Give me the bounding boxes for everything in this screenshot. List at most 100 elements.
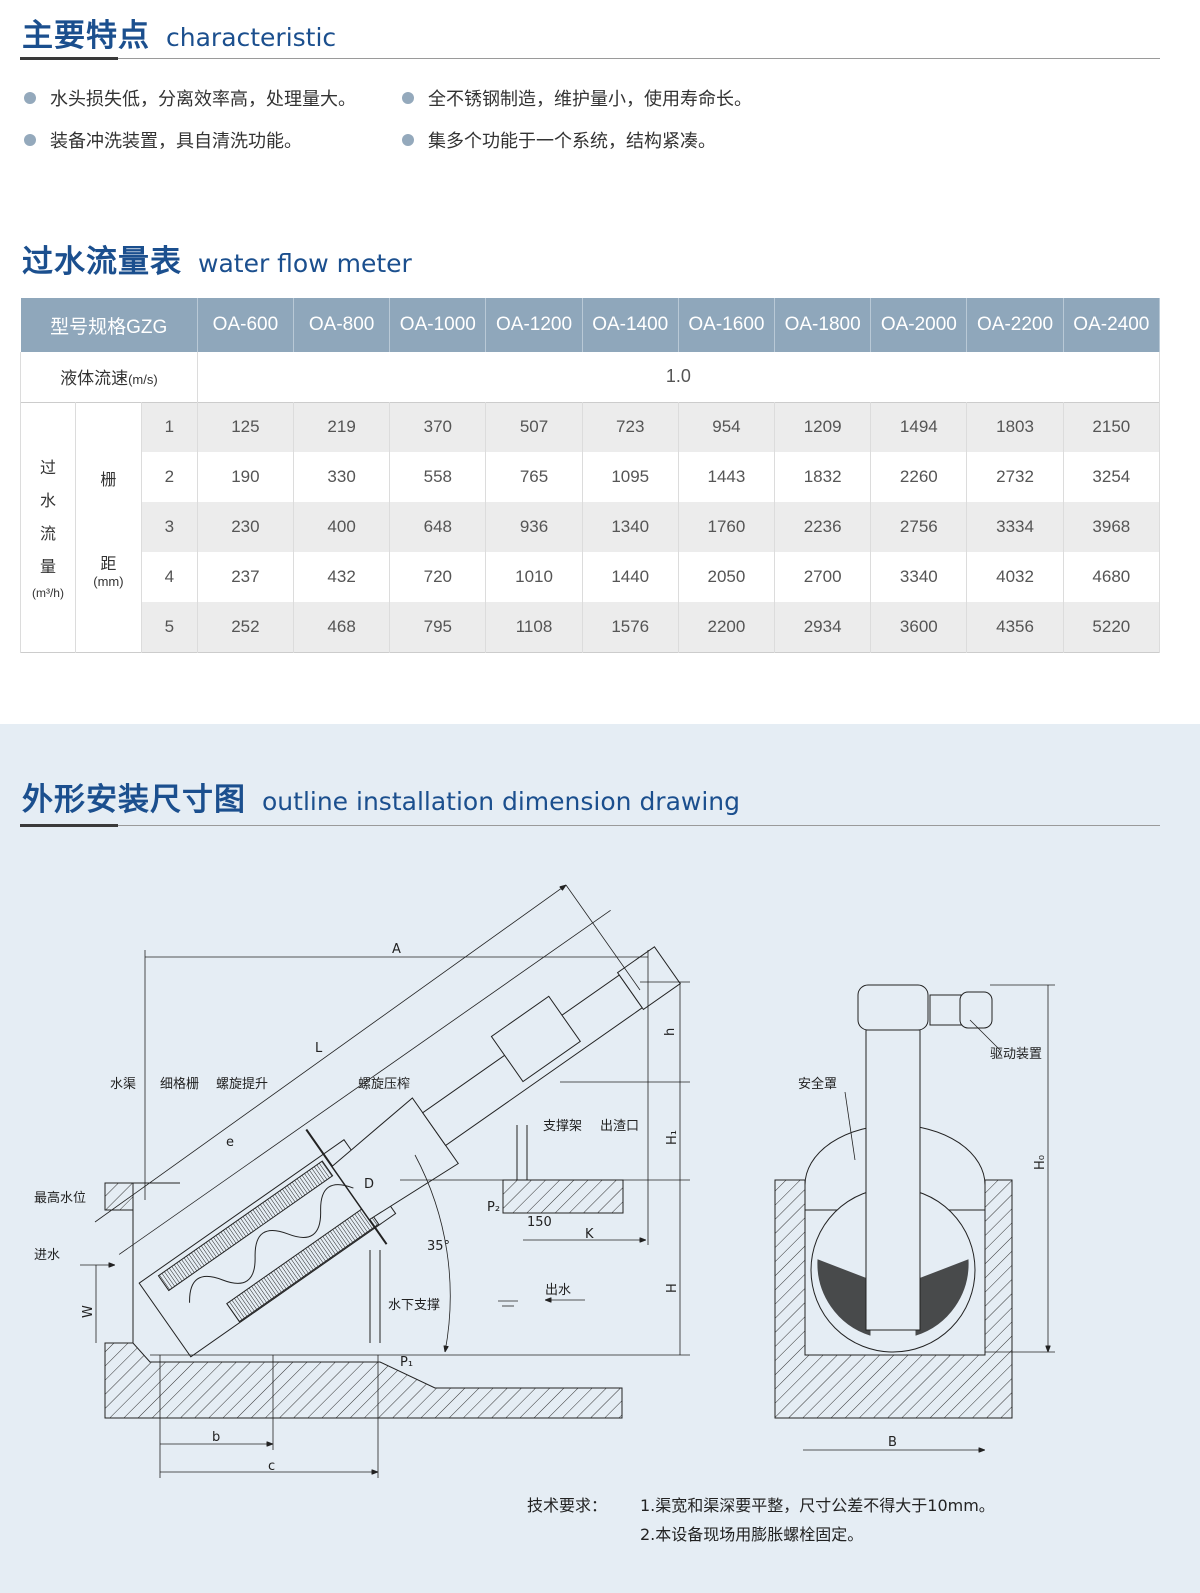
gap-label: 栅距(mm) (74, 402, 142, 652)
flow-value: 1443 (677, 452, 776, 502)
model-header: OA-1400 (582, 298, 679, 352)
flow-value: 1095 (581, 452, 679, 502)
velocity-row: 液体流速(m/s) 1.0 (20, 352, 1161, 402)
model-header: OA-600 (197, 298, 295, 352)
dim-h: H (665, 1283, 680, 1293)
dim-w: W (81, 1305, 96, 1318)
gap-value: 5 (140, 602, 198, 652)
title-cn: 主要特点 (22, 18, 150, 54)
model-header: OA-800 (293, 298, 391, 352)
dim-b-width: B (888, 1435, 897, 1450)
model-header: OA-2000 (870, 298, 968, 352)
flow-value: 1576 (581, 602, 679, 652)
flow-value: 4356 (966, 602, 1064, 652)
feature-item: 装备冲洗装置，具自清洗功能。 (24, 127, 302, 153)
label-fine-screen: 细格栅 (160, 1076, 199, 1092)
label-support: 支撑架 (543, 1119, 582, 1134)
flow-value: 2050 (677, 552, 776, 602)
flow-value: 723 (581, 402, 679, 452)
drawing-section (0, 724, 1200, 1593)
flow-value: 1340 (581, 502, 679, 552)
flow-value: 3254 (1062, 452, 1161, 502)
velocity-value: 1.0 (196, 352, 1161, 402)
label-channel: 水渠 (110, 1077, 136, 1092)
model-header: OA-1000 (389, 298, 487, 352)
dim-a: A (392, 942, 401, 957)
label-outlet: 出水 (545, 1283, 571, 1298)
flow-value: 795 (389, 602, 487, 652)
bullet-icon (402, 134, 414, 146)
flow-value: 1440 (581, 552, 679, 602)
flow-value: 4680 (1062, 552, 1161, 602)
dim-h1: H₁ (665, 1130, 680, 1145)
model-header: OA-2200 (966, 298, 1064, 352)
divider (20, 57, 1160, 60)
flow-value: 5220 (1062, 602, 1161, 652)
feature-item: 集多个功能于一个系统，结构紧凑。 (402, 127, 716, 153)
flow-value: 3968 (1062, 502, 1161, 552)
gap-value: 3 (140, 502, 198, 552)
flow-value: 219 (293, 402, 391, 452)
flow-value: 2150 (1062, 402, 1161, 452)
model-header: OA-2400 (1063, 298, 1161, 352)
feature-text: 集多个功能于一个系统，结构紧凑。 (428, 131, 716, 152)
gap-label-char: 栅 (100, 471, 117, 489)
flow-value: 648 (389, 502, 487, 552)
flow-value: 954 (677, 402, 776, 452)
feature-text: 水头损失低，分离效率高，处理量大。 (50, 89, 356, 110)
model-header: 型号规格GZG (20, 298, 198, 352)
label-screw-lift: 螺旋提升 (216, 1076, 268, 1092)
velocity-label-text: 液体流速 (60, 369, 129, 389)
bullet-icon (402, 92, 414, 104)
velocity-label: 液体流速(m/s) (20, 352, 198, 402)
gap-unit: (mm) (93, 573, 124, 589)
flow-value: 230 (196, 502, 295, 552)
dim-150: 150 (527, 1215, 552, 1230)
divider (20, 824, 1160, 827)
flow-value: 468 (293, 602, 391, 652)
label-max-water: 最高水位 (34, 1190, 86, 1206)
dim-p1: P₁ (400, 1355, 413, 1370)
flow-value: 190 (196, 452, 295, 502)
flow-value: 720 (389, 552, 487, 602)
flow-value: 1803 (966, 402, 1064, 452)
feature-text: 全不锈钢制造，维护量小，使用寿命长。 (428, 89, 752, 110)
model-header: OA-1800 (774, 298, 872, 352)
installation-drawing: 水渠 细格栅 螺旋提升 螺旋压榨 最高水位 进水 出水 支撑架 出渣口 水下支撑… (34, 860, 1055, 1478)
flow-value: 2934 (774, 602, 872, 652)
flow-value: 330 (293, 452, 391, 502)
flow-value: 252 (196, 602, 295, 652)
drawing-title: 外形安装尺寸图 outline installation dimension d… (22, 774, 740, 819)
flow-value: 1832 (774, 452, 872, 502)
flow-value: 2732 (966, 452, 1064, 502)
screen-machine (118, 909, 681, 1358)
flow-value: 558 (389, 452, 487, 502)
flow-label-char: 量 (39, 559, 56, 576)
dim-d: D (364, 1177, 374, 1192)
flow-value: 1108 (485, 602, 583, 652)
dim-c: c (268, 1459, 275, 1474)
dim-h-small: h (663, 1028, 678, 1036)
flow-value: 2700 (774, 552, 872, 602)
gap-value: 1 (140, 402, 198, 452)
feature-item: 全不锈钢制造，维护量小，使用寿命长。 (402, 85, 752, 111)
flow-label: 过水流量(m³/h) (20, 402, 76, 652)
flow-value: 936 (485, 502, 583, 552)
flow-value: 1010 (485, 552, 583, 602)
flow-unit: (m³/h) (31, 586, 64, 600)
requirement-item: 2.本设备现场用膨胀螺栓固定。 (640, 1525, 864, 1544)
foundation (104, 1342, 623, 1419)
channel-wall (104, 1182, 134, 1211)
flow-value: 2260 (870, 452, 968, 502)
label-slag-outlet: 出渣口 (600, 1119, 639, 1134)
requirement-item: 1.渠宽和渠深要平整，尺寸公差不得大于10mm。 (640, 1496, 995, 1515)
flow-value: 3334 (966, 502, 1064, 552)
flow-value: 125 (196, 402, 295, 452)
title-en: outline installation dimension drawing (262, 787, 741, 816)
title-en: water flow meter (198, 249, 412, 278)
title-en: characteristic (166, 23, 337, 52)
